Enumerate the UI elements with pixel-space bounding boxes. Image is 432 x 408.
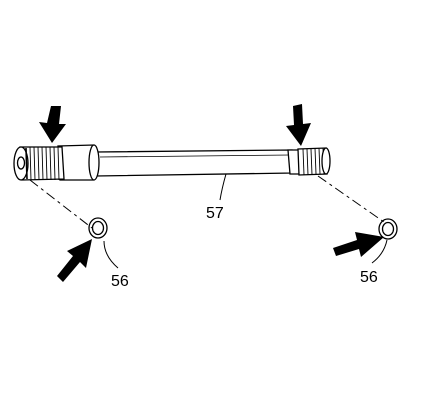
left-splines	[29, 146, 60, 181]
arrow-right-top-icon	[286, 104, 311, 146]
label-56-right: 56	[360, 269, 378, 286]
snap-ring-left	[88, 217, 108, 239]
arrow-left-top-icon	[39, 106, 66, 143]
left-centerline	[29, 179, 93, 229]
shaft-highlight	[99, 154, 291, 158]
label-56-left: 56	[111, 273, 129, 290]
right-centerline	[317, 175, 385, 223]
leader-lines	[29, 173, 388, 269]
label-57: 57	[206, 205, 224, 222]
right-ring-leader	[371, 239, 388, 264]
left-collar-face	[88, 144, 100, 181]
right-end-face	[321, 147, 331, 175]
shaft-body	[95, 149, 294, 177]
left-ring-leader	[103, 240, 119, 269]
arrows	[39, 104, 384, 282]
axle-shaft	[13, 144, 331, 181]
left-end-groove	[25, 147, 28, 180]
right-splines	[302, 147, 325, 176]
arrow-right-ring-icon	[333, 232, 384, 257]
left-end-bore	[16, 156, 26, 170]
snap-ring-right	[378, 218, 398, 240]
arrow-left-ring-icon	[57, 239, 92, 282]
shaft-leader	[219, 173, 227, 201]
